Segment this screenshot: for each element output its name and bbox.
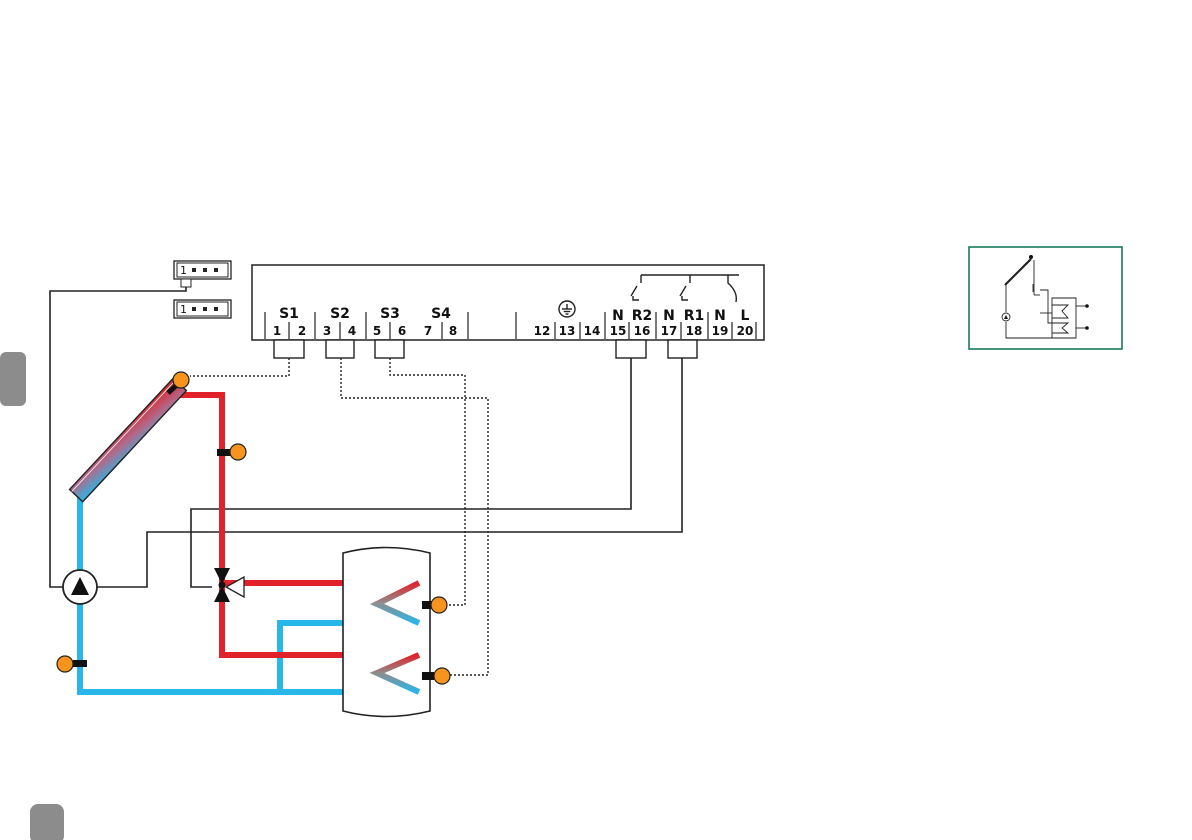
output-group-label: N bbox=[714, 308, 726, 324]
sensor-wiring bbox=[190, 358, 488, 675]
terminal-number: 17 bbox=[661, 324, 678, 338]
terminal-number: 6 bbox=[398, 324, 406, 338]
output-group-label: R1 bbox=[684, 308, 705, 324]
terminal-number: 1 bbox=[273, 324, 281, 338]
three-way-valve-icon bbox=[214, 568, 244, 602]
sensor-group-label: S2 bbox=[330, 306, 350, 322]
output-group-label: L bbox=[741, 308, 750, 324]
system-thumbnail bbox=[969, 247, 1122, 349]
terminal-plugs bbox=[274, 340, 697, 358]
terminal-number: 2 bbox=[298, 324, 306, 338]
solar-collector-icon bbox=[70, 378, 187, 501]
terminal-number: 13 bbox=[559, 324, 576, 338]
output-group-label: N bbox=[612, 308, 624, 324]
terminal-number: 15 bbox=[610, 324, 627, 338]
terminal-number: 4 bbox=[348, 324, 356, 338]
sensor-group-label: S4 bbox=[431, 306, 451, 322]
storage-tank-icon bbox=[343, 548, 430, 717]
terminal-number: 8 bbox=[449, 324, 457, 338]
connector-bottom: 1 bbox=[174, 300, 231, 318]
terminal-number: 16 bbox=[634, 324, 651, 338]
terminal-number: 7 bbox=[424, 324, 432, 338]
page-tab bbox=[30, 804, 64, 840]
sensor-group-label: S3 bbox=[380, 306, 400, 322]
connector-bottom-label: 1 bbox=[180, 303, 187, 316]
connector-top-label: 1 bbox=[180, 264, 187, 277]
output-group-label: N bbox=[663, 308, 675, 324]
terminal-number: 12 bbox=[534, 324, 551, 338]
sensor-group-label: S1 bbox=[279, 306, 299, 322]
connector-top: 1 bbox=[174, 261, 231, 287]
side-tab bbox=[0, 352, 26, 406]
terminal-number: 3 bbox=[323, 324, 331, 338]
terminal-number: 14 bbox=[584, 324, 601, 338]
terminal-number: 20 bbox=[737, 324, 754, 338]
output-group-label: R2 bbox=[632, 308, 653, 324]
circulation-pump-icon bbox=[63, 570, 97, 604]
terminal-number: 18 bbox=[686, 324, 703, 338]
terminal-number: 19 bbox=[712, 324, 729, 338]
terminal-number: 5 bbox=[373, 324, 381, 338]
